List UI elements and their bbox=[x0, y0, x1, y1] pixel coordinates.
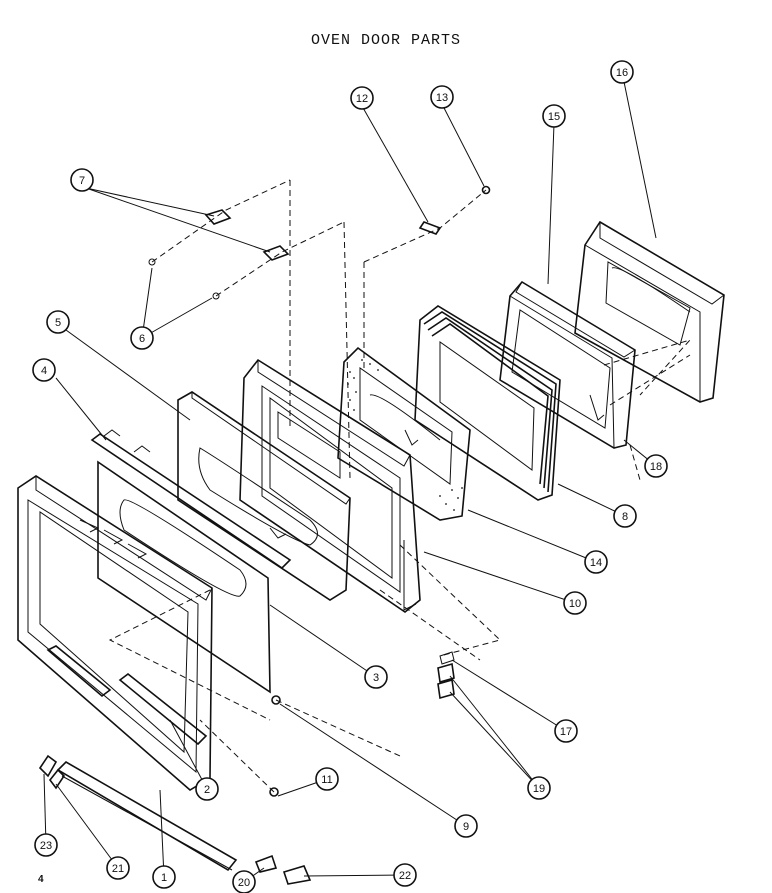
assembly-lines bbox=[108, 179, 692, 793]
callout-label: 2 bbox=[204, 784, 210, 796]
callout-label: 20 bbox=[238, 877, 250, 889]
part-16-back-frame bbox=[574, 220, 725, 403]
callout-circle bbox=[152, 865, 176, 889]
callout-circle bbox=[232, 870, 256, 893]
callout-circle bbox=[430, 85, 454, 109]
callout-21: 21 bbox=[106, 856, 130, 880]
callout-circle bbox=[613, 504, 637, 528]
callout-23: 23 bbox=[34, 833, 58, 857]
part-1-kick-strip bbox=[56, 761, 238, 872]
part-3-inner-door bbox=[97, 460, 271, 694]
callout-circle bbox=[554, 719, 578, 743]
part-17-fastener bbox=[439, 651, 455, 665]
part-6-screws bbox=[148, 258, 220, 300]
callout-16: 16 bbox=[610, 60, 634, 84]
part-7-hinge-brackets bbox=[204, 209, 290, 261]
callout-circle bbox=[195, 777, 219, 801]
callout-circle bbox=[610, 60, 634, 84]
callout-circle bbox=[46, 310, 70, 334]
part-5-glass-panel bbox=[177, 391, 351, 601]
part-11-bolt bbox=[269, 787, 279, 797]
callout-label: 17 bbox=[560, 726, 572, 738]
callout-label: 5 bbox=[55, 317, 61, 329]
part-19-hinge-blocks bbox=[437, 662, 455, 700]
callout-13: 13 bbox=[430, 85, 454, 109]
callout-22: 22 bbox=[393, 863, 417, 887]
callout-10: 10 bbox=[563, 591, 587, 615]
callout-label: 13 bbox=[436, 92, 448, 104]
callout-14: 14 bbox=[584, 550, 608, 574]
callout-4: 4 bbox=[32, 358, 56, 382]
part-12-clip bbox=[418, 221, 442, 235]
part-13-screw bbox=[481, 185, 491, 195]
callout-circle bbox=[542, 104, 566, 128]
callout-6: 6 bbox=[130, 326, 154, 350]
diagram-title: OVEN DOOR PARTS bbox=[310, 32, 462, 49]
callout-circle bbox=[393, 863, 417, 887]
callout-2: 2 bbox=[195, 777, 219, 801]
callout-label: 7 bbox=[79, 175, 85, 187]
callout-label: 23 bbox=[40, 840, 52, 852]
callout-8: 8 bbox=[613, 504, 637, 528]
part-4-top-trim bbox=[90, 429, 292, 570]
callout-circle bbox=[106, 856, 130, 880]
callout-11: 11 bbox=[315, 767, 339, 791]
callout-circle bbox=[584, 550, 608, 574]
callout-circle bbox=[32, 358, 56, 382]
callout-label: 9 bbox=[463, 821, 469, 833]
callout-label: 21 bbox=[112, 863, 124, 875]
callout-18: 18 bbox=[644, 454, 668, 478]
part-20-21-22-23-clips bbox=[38, 754, 312, 885]
callout-circle bbox=[34, 833, 58, 857]
part-15-inner-frame bbox=[499, 280, 636, 449]
callout-circle bbox=[454, 814, 478, 838]
callout-5: 5 bbox=[46, 310, 70, 334]
callout-label: 22 bbox=[399, 870, 411, 882]
callout-label: 10 bbox=[569, 598, 581, 610]
front-door-frame bbox=[17, 475, 213, 791]
callout-15: 15 bbox=[542, 104, 566, 128]
callout-label: 3 bbox=[373, 672, 379, 684]
callout-label: 16 bbox=[616, 67, 628, 79]
callout-circle bbox=[315, 767, 339, 791]
callout-label: 6 bbox=[139, 333, 145, 345]
part-14-door-panel bbox=[337, 346, 471, 521]
callout-circle bbox=[70, 168, 94, 192]
callout-19: 19 bbox=[527, 776, 551, 800]
callout-12: 12 bbox=[350, 86, 374, 110]
callout-circle bbox=[563, 591, 587, 615]
callout-circle bbox=[527, 776, 551, 800]
callout-17: 17 bbox=[554, 719, 578, 743]
callout-20: 20 bbox=[232, 870, 256, 893]
page-number: 4 bbox=[38, 874, 44, 885]
callout-label: 18 bbox=[650, 461, 662, 473]
part-10-liner bbox=[239, 358, 421, 613]
callout-3: 3 bbox=[364, 665, 388, 689]
callout-label: 19 bbox=[533, 783, 545, 795]
callout-9: 9 bbox=[454, 814, 478, 838]
callout-1: 1 bbox=[152, 865, 176, 889]
callout-circle bbox=[364, 665, 388, 689]
callout-7: 7 bbox=[70, 168, 94, 192]
leader-lines bbox=[43, 71, 657, 883]
callout-label: 1 bbox=[161, 872, 167, 884]
callout-circle bbox=[644, 454, 668, 478]
callout-label: 8 bbox=[622, 511, 628, 523]
part-2-bottom-trim bbox=[46, 645, 208, 746]
callout-label: 11 bbox=[321, 774, 332, 786]
callout-circle bbox=[130, 326, 154, 350]
callout-circle bbox=[350, 86, 374, 110]
callout-label: 14 bbox=[590, 557, 602, 569]
callout-label: 12 bbox=[356, 93, 368, 105]
callout-label: 15 bbox=[548, 111, 560, 123]
part-9-bolt bbox=[271, 695, 281, 705]
callout-label: 4 bbox=[41, 365, 47, 377]
